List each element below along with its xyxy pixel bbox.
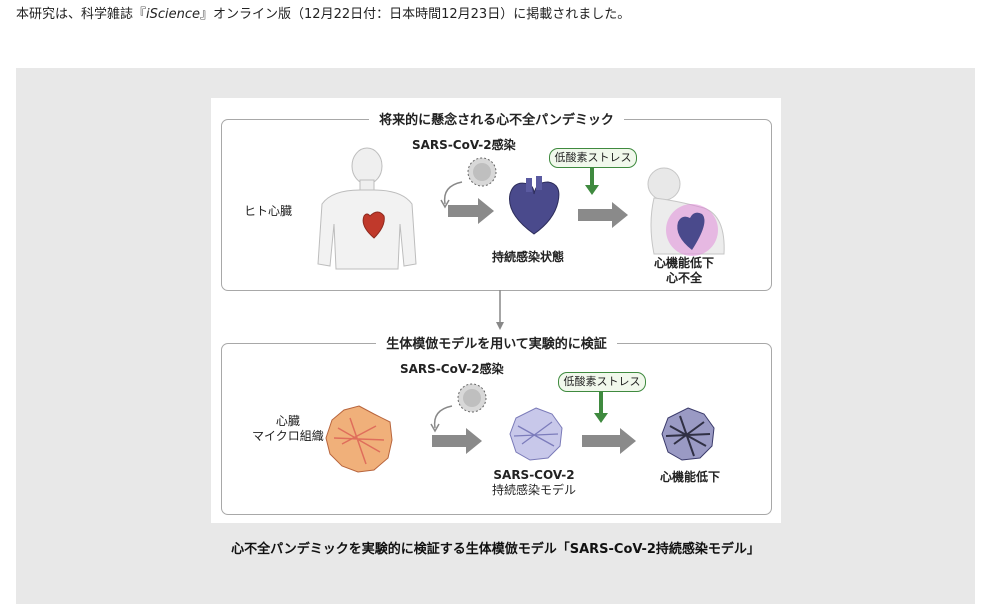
top-stress-badge: 低酸素ストレス (549, 148, 637, 168)
figure-caption: 心不全パンデミックを実験的に検証する生体模倣モデル「SARS-CoV-2持続感染… (231, 542, 760, 557)
journal-name: iScience (146, 7, 201, 22)
figure-image: 将来的に懸念される心不全パンデミック ヒト心臓 SARS-CoV-2感染 (211, 98, 781, 523)
arrow-right-icon (448, 198, 494, 224)
damaged-tissue-icon (661, 407, 715, 461)
arrow-right-icon-2 (578, 202, 628, 228)
arrow-right-icon-3 (432, 428, 482, 454)
persistent-model-label: SARS-COV-2 持続感染モデル (492, 468, 577, 497)
curved-arrow-icon-2 (430, 405, 453, 433)
bottom-box: 生体模倣モデルを用いて実験的に検証 心臓 マイクロ組織 SARS-CoV-2感染 (221, 337, 772, 515)
top-box: 将来的に懸念される心不全パンデミック ヒト心臓 SARS-CoV-2感染 (221, 113, 772, 291)
micro-tissue-icon (325, 405, 393, 473)
sick-person-icon (647, 167, 725, 256)
top-outcome-label: 心機能低下 心不全 (654, 256, 715, 285)
bottom-box-title: 生体模倣モデルを用いて実験的に検証 (376, 337, 617, 352)
human-heart-label: ヒト心臓 (244, 204, 293, 218)
persistent-infection-label: 持続感染状態 (492, 250, 565, 264)
bottom-outcome-label: 心機能低下 (660, 470, 721, 484)
infected-heart-icon (509, 176, 560, 235)
infected-tissue-icon (509, 407, 563, 461)
top-virus-label: SARS-CoV-2感染 (412, 138, 516, 152)
down-arrow-icon (585, 167, 599, 195)
virus-icon (467, 157, 497, 187)
virus-icon-2 (457, 383, 487, 413)
arrow-right-icon-4 (582, 428, 636, 454)
curved-arrow-icon (440, 181, 463, 209)
down-arrow-icon-2 (594, 391, 608, 423)
human-torso-icon (317, 147, 417, 270)
intro-text: 本研究は、科学雑誌『iScience』オンライン版（12月22日付：日本時間12… (16, 7, 631, 22)
bottom-stress-badge: 低酸素ストレス (558, 372, 646, 392)
bottom-virus-label: SARS-CoV-2感染 (400, 362, 504, 376)
figure-panel: 将来的に懸念される心不全パンデミック ヒト心臓 SARS-CoV-2感染 (16, 68, 975, 604)
connector-arrow-icon (496, 290, 504, 330)
top-box-title: 将来的に懸念される心不全パンデミック (369, 113, 624, 128)
tissue-label: 心臓 マイクロ組織 (252, 414, 324, 443)
